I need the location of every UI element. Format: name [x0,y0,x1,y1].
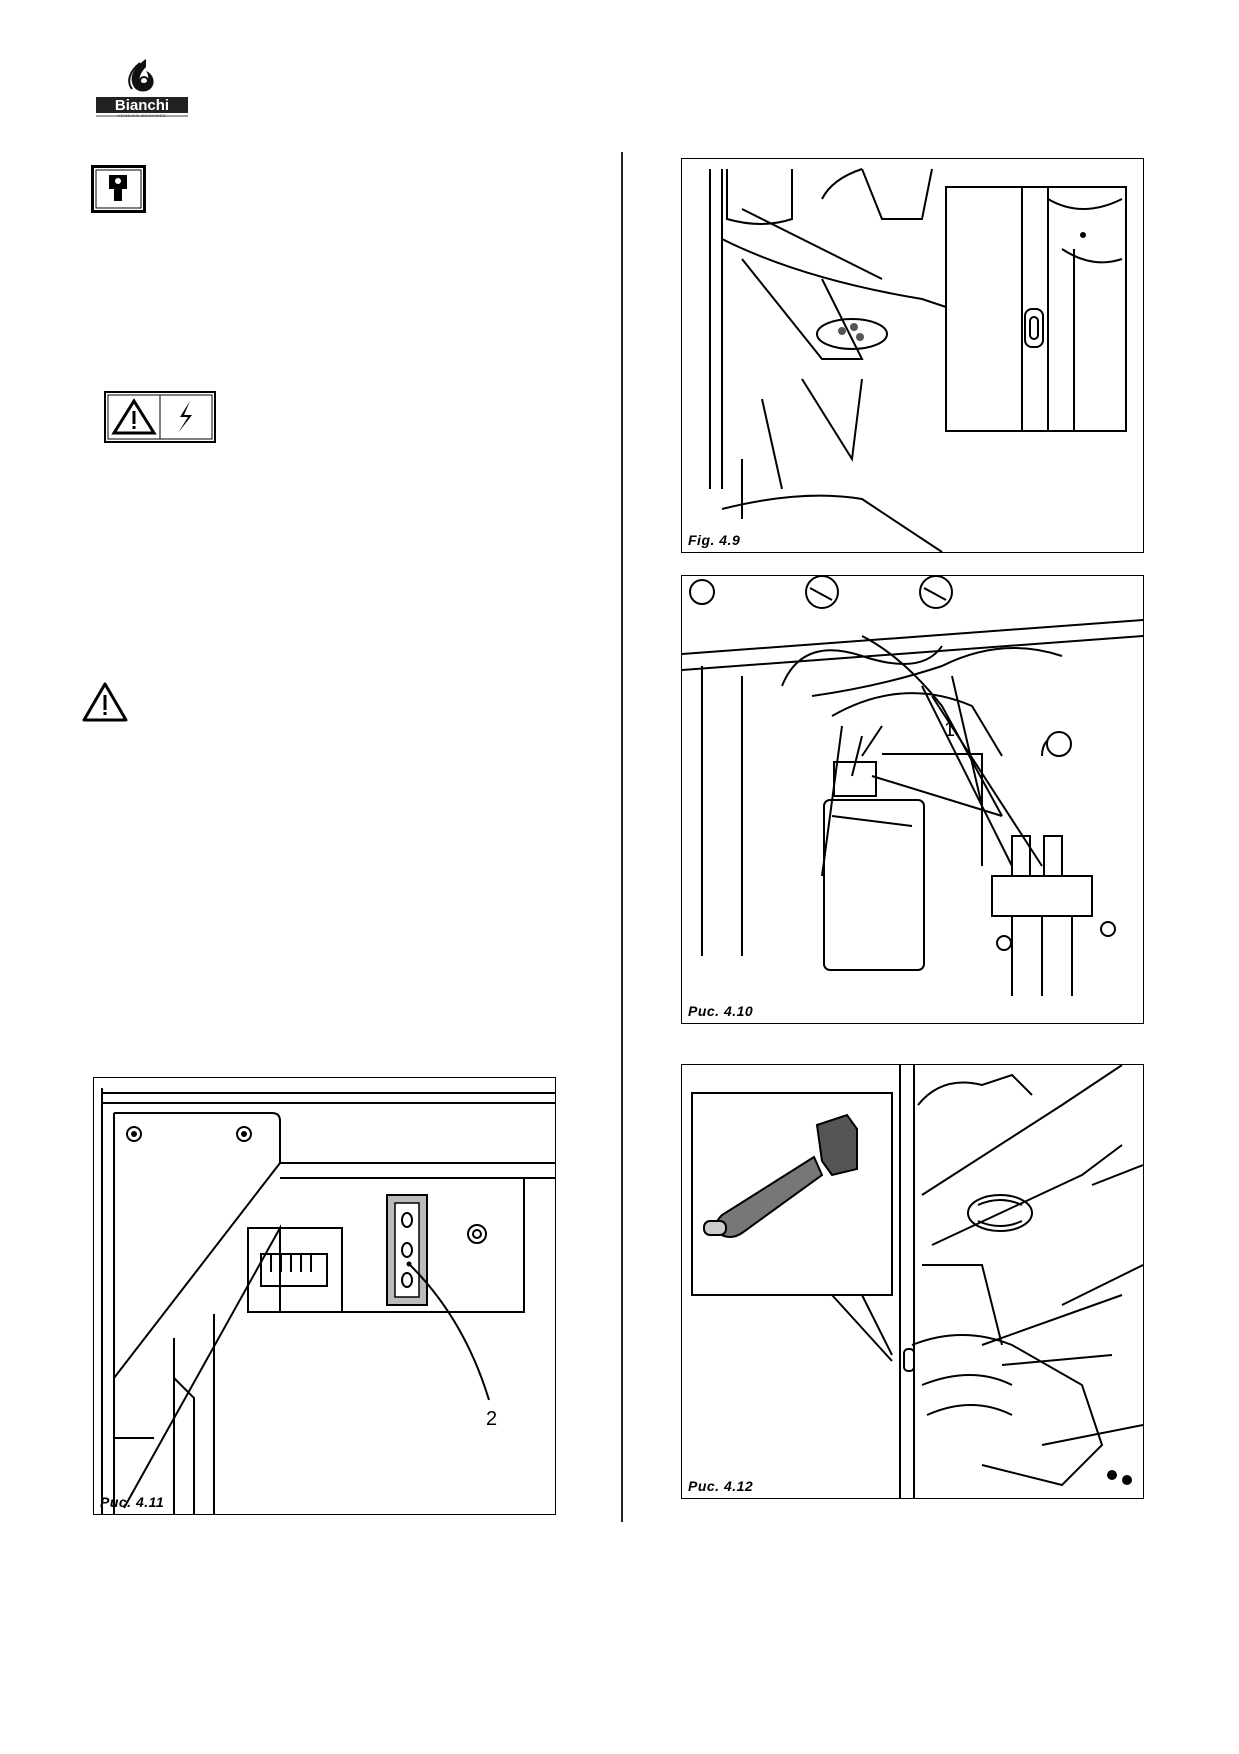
panel-illustration [101,1088,555,1514]
key-icon [703,1113,858,1238]
callout-label: 1 [944,719,956,741]
bianchi-logo: Bianchi VENDING MACHINES [94,55,190,119]
wiring-illustration [682,576,1143,996]
key-insertion-illustration [691,1065,1143,1498]
flame-logo-icon [96,59,188,117]
electric-hazard-panel [104,391,216,443]
figure-caption: Рис. 4.11 [100,1494,165,1510]
figure-4-12: Рис. 4.12 [681,1064,1144,1499]
column-divider [621,152,623,1522]
figure-4-11: 2 Рис. 4.11 [93,1077,556,1515]
figure-caption: Fig. 4.9 [688,532,741,548]
caution-icon [81,681,129,723]
logo-name: Bianchi [114,97,170,114]
figure-caption: Рис. 4.10 [688,1003,754,1019]
logo-subtitle: VENDING MACHINES [117,113,167,118]
electric-shock-icon [178,401,192,433]
warning-triangle-icon [111,398,157,435]
figure-4-9: Fig. 4.9 [681,158,1144,553]
key-icon [91,165,146,213]
callout-label: 2 [486,1408,498,1430]
machine-side-illustration [709,168,1127,552]
figure-caption: Рис. 4.12 [688,1478,754,1494]
figure-4-10: 1 Рис. 4.10 [681,575,1144,1024]
